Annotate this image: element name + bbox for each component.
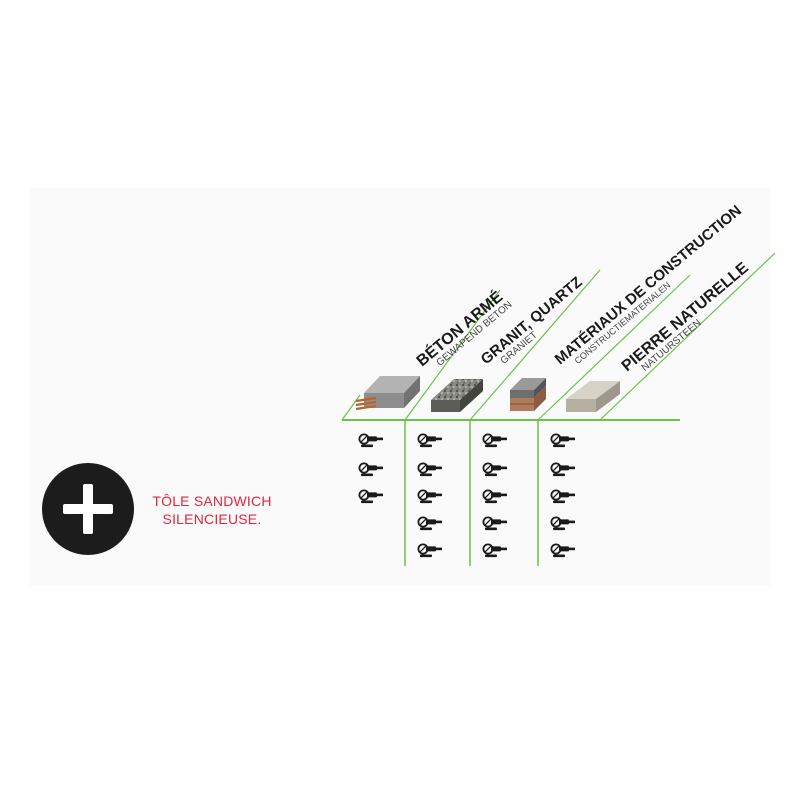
angle-grinder-icon xyxy=(550,489,576,505)
brick-layers xyxy=(510,378,546,411)
grid-diagonal-divider xyxy=(537,274,691,421)
angle-grinder-icon xyxy=(482,489,508,505)
angle-grinder-icon xyxy=(550,543,576,558)
angle-grinder-icon xyxy=(550,433,576,449)
grid-diagonal-divider xyxy=(404,289,501,421)
granite-slab xyxy=(431,379,483,412)
angle-grinder-icon xyxy=(417,433,443,449)
grid-diagonal-divider xyxy=(599,252,776,421)
grid-diagonal-divider xyxy=(469,269,601,421)
angle-grinder-icon xyxy=(417,516,443,531)
feature-label: TÔLE SANDWICH SILENCIEUSE. xyxy=(142,492,282,528)
angle-grinder-icon xyxy=(417,489,443,505)
angle-grinder-icon xyxy=(417,462,443,478)
angle-grinder-icon xyxy=(358,462,384,478)
sandstone-slab xyxy=(566,381,620,412)
angle-grinder-icon xyxy=(482,516,508,531)
angle-grinder-icon xyxy=(550,516,576,531)
grid-diagonal-divider xyxy=(341,394,361,421)
material-title: PIERRE NATURELLE xyxy=(619,259,753,375)
angle-grinder-icon xyxy=(482,433,508,449)
feature-line-1: TÔLE SANDWICH xyxy=(152,493,272,509)
angle-grinder-icon xyxy=(482,543,508,558)
feature-line-2: SILENCIEUSE. xyxy=(162,511,262,527)
angle-grinder-icon xyxy=(358,433,384,449)
reinforced-concrete-block xyxy=(355,376,420,411)
angle-grinder-icon xyxy=(417,543,443,558)
angle-grinder-icon xyxy=(358,489,384,505)
angle-grinder-icon xyxy=(482,462,508,478)
angle-grinder-icon xyxy=(550,462,576,478)
plus-icon xyxy=(42,463,134,555)
